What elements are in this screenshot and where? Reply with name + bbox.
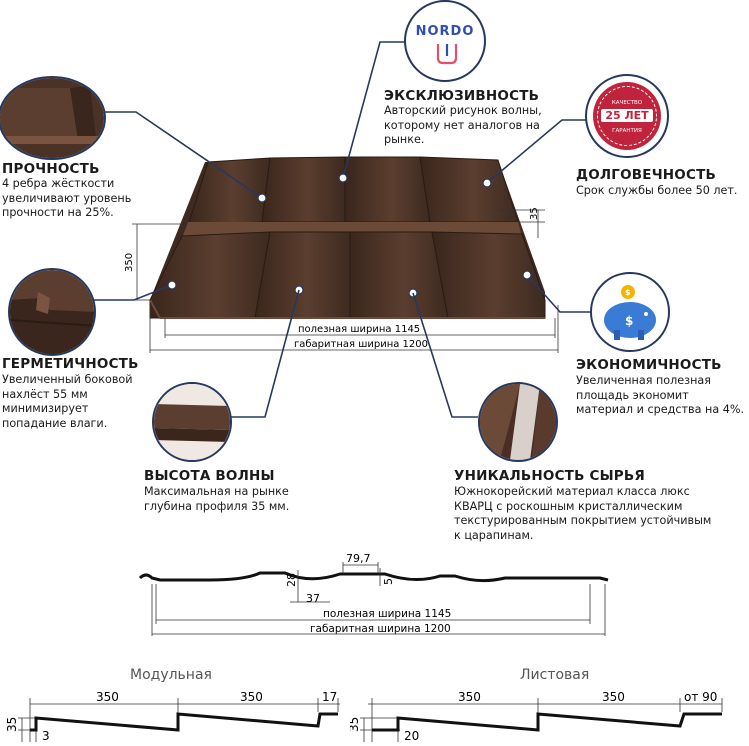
overlap-detail-icon [10, 270, 94, 354]
sheet-profile-diagram: 350 350 от 90 35 20 [350, 690, 723, 743]
badge-top-text: КАЧЕСТВО [611, 100, 643, 106]
lower-callout-lines [230, 289, 478, 418]
economy-title: ЭКОНОМИЧНОСТЬ [576, 357, 722, 373]
svg-text:$: $ [625, 314, 633, 328]
modular-caption: Модульная [130, 667, 212, 683]
sheet-caption: Листовая [520, 667, 590, 683]
modular-d1-label: 350 [96, 690, 119, 704]
sheet-d1-label: 350 [458, 690, 481, 704]
wave-detail-icon [154, 384, 230, 460]
strength-title: ПРОЧНОСТЬ [2, 161, 100, 177]
badge-bottom-text: ГАРАНТИЯ [612, 128, 642, 134]
sheet-d3-label: от 90 [684, 690, 717, 704]
economy-text: Увеличенная полезная площадь экономит ма… [576, 374, 745, 416]
material-thumbnail [478, 382, 558, 462]
nordo-logo: NORDO [415, 24, 475, 39]
modular-profile-line [30, 712, 338, 732]
callout-dots [167, 173, 532, 298]
roof-sheet [149, 156, 546, 319]
sheet-total-width-label: габаритная ширина 1200 [294, 339, 428, 350]
profile-total-width-label: габаритная ширина 1200 [310, 623, 451, 635]
piggy-bank-circle: $ $ [590, 272, 670, 352]
modular-s-label: 3 [42, 729, 50, 743]
durability-title: ДОЛГОВЕЧНОСТЬ [576, 167, 716, 183]
wave-height-title: ВЫСОТА ВОЛНЫ [144, 468, 275, 484]
wave-height-text: Максимальная на рынке глубина профиля 35… [144, 485, 290, 513]
sheet-height-label: 350 [124, 253, 135, 272]
piggy-bank-icon: $ $ [604, 285, 656, 340]
sheet-step-label: 35 [529, 207, 540, 220]
modular-d2-label: 350 [240, 690, 263, 704]
roof-sheet-illustration: 350 35 полезная ширина 1145 габаритная ш… [86, 41, 607, 353]
profile-cross-section: 79,7 28 5 37 полезная ширина 1145 габари… [138, 552, 609, 636]
strength-text: 4 ребра жёсткости увеличивают уровень пр… [2, 177, 132, 219]
profile-depth-label: 28 [285, 573, 298, 587]
sheet-d2-label: 350 [602, 690, 625, 704]
sheet-dimension-lines [132, 209, 559, 353]
profile-five-label: 5 [382, 578, 395, 585]
tightness-text: Увеличенный боковой нахлёст 55 мм миними… [2, 373, 133, 430]
overlap-thumbnail [8, 268, 96, 356]
roof-logo-icon [436, 44, 458, 65]
profile-pitch-label: 79,7 [346, 552, 371, 565]
durability-text: Срок службы более 50 лет. [576, 184, 738, 197]
sheet-useful-width-label: полезная ширина 1145 [298, 324, 420, 335]
modular-h-label: 35 [5, 717, 19, 732]
material-text: Южнокорейский материал класса люкс КВАРЦ… [454, 485, 712, 542]
modular-d3-label: 17 [322, 690, 337, 704]
warranty-badge-circle: КАЧЕСТВО 25 ЛЕТ ГАРАНТИЯ [585, 74, 669, 158]
tightness-title: ГЕРМЕТИЧНОСТЬ [2, 356, 139, 372]
sheet-profile-line [372, 712, 722, 732]
profile-useful-width-label: полезная ширина 1145 [323, 608, 451, 620]
svg-text:$: $ [625, 288, 631, 297]
sheet-s-label: 20 [404, 729, 419, 743]
badge-main-text: 25 ЛЕТ [601, 109, 653, 122]
profile-37-label: 37 [306, 592, 320, 605]
strength-thumbnail [0, 76, 106, 160]
exclusivity-title: ЭКСКЛЮЗИВНОСТЬ [384, 88, 540, 104]
modular-profile-diagram: 350 350 17 35 3 [5, 690, 340, 743]
sheet-h-label: 35 [350, 717, 361, 732]
material-title: УНИКАЛЬНОСТЬ СЫРЬЯ [454, 468, 645, 484]
profile-line [138, 571, 609, 583]
nordo-logo-circle: NORDO [404, 0, 486, 82]
rib-detail-icon [0, 78, 104, 158]
quartz-texture-icon [480, 384, 556, 460]
exclusivity-text: Авторский рисунок волны, которому нет ан… [384, 104, 542, 146]
wave-height-thumbnail [152, 382, 232, 462]
